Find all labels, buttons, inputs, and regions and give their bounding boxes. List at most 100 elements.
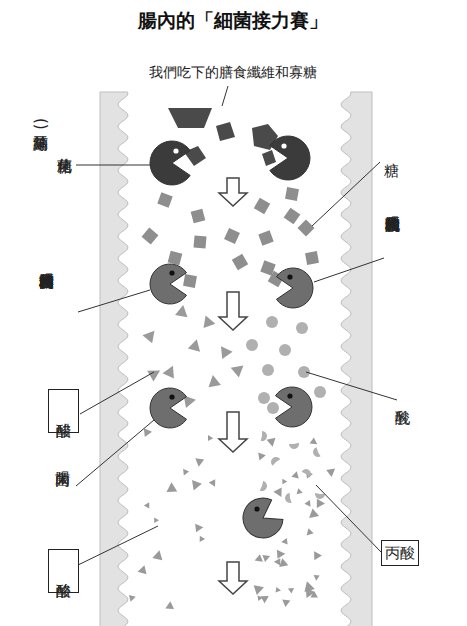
lactate-circle <box>258 392 270 404</box>
sugar-square <box>168 251 183 266</box>
butyrate-triangle <box>276 587 281 593</box>
butyrate-triangle <box>309 508 319 518</box>
acid-box: 醋酸 <box>48 389 79 433</box>
lactate-circle <box>267 402 279 414</box>
flow-arrow <box>219 178 247 206</box>
bacterium-eye <box>169 394 174 399</box>
butyrate-triangle <box>304 500 310 507</box>
butyrate-triangle <box>281 538 287 545</box>
butyrate-triangle <box>200 536 205 542</box>
butyrate-triangle <box>144 502 149 508</box>
lactate-circle <box>298 366 310 378</box>
butyrate-triangle <box>274 558 280 565</box>
flow-arrow <box>219 292 247 330</box>
butyrate-triangle <box>129 595 136 602</box>
butyrate-triangle <box>317 499 325 508</box>
bacterium-body <box>150 264 187 304</box>
butyrate-triangle <box>326 469 335 477</box>
leader-line <box>78 526 158 565</box>
acetate-triangle <box>209 375 221 387</box>
butyrate-triangle <box>144 428 152 437</box>
callout-label: 優格和腸內的雙歧桿菌 <box>38 262 55 354</box>
leader-line <box>314 258 384 282</box>
bacterium <box>270 136 310 180</box>
butyrate-triangle <box>314 575 320 581</box>
leader-line <box>222 86 228 106</box>
sugar-square <box>193 235 206 248</box>
sugar-square <box>258 230 273 245</box>
butyrate-triangle <box>304 581 314 592</box>
broken-circle <box>261 431 267 441</box>
butyrate-triangle <box>310 437 317 444</box>
acetate-triangle <box>142 331 154 344</box>
sugar-square <box>157 192 172 207</box>
leader-line <box>80 372 154 414</box>
acetate-triangle <box>188 339 200 351</box>
butyrate-triangle <box>297 488 303 494</box>
acetate-triangle <box>204 315 216 328</box>
lactate-circle <box>262 364 274 376</box>
leader-line <box>312 162 380 226</box>
leader-line <box>78 290 150 312</box>
butyrate-triangle <box>258 452 266 460</box>
butyrate-triangle <box>254 585 264 595</box>
sugar-square <box>142 228 159 245</box>
sugar-square <box>183 274 197 288</box>
leader-lines <box>76 86 397 565</box>
butyrate-triangle <box>273 487 281 496</box>
gut-wall <box>100 92 372 626</box>
sugar-square <box>298 220 315 237</box>
sugar-square <box>224 228 240 244</box>
butyrate-triangle <box>282 479 287 484</box>
butyrate-triangle <box>152 550 162 560</box>
butyrate-triangle <box>267 438 276 447</box>
lactate-circle <box>266 316 278 328</box>
broken-circle <box>313 447 321 457</box>
gut-wall-right <box>341 92 372 626</box>
butyrate-triangle <box>154 517 159 523</box>
flow-arrow <box>219 412 247 452</box>
bacterium-eye <box>254 506 259 511</box>
butyrate-triangle <box>282 600 290 607</box>
bacterium <box>275 387 312 427</box>
butyrate-triangle <box>255 554 263 562</box>
butyrate-triangle <box>307 528 314 535</box>
broken-circle <box>260 481 267 491</box>
acetate-triangle <box>231 366 244 378</box>
lactate-circle <box>296 322 308 334</box>
callout-label: 優格和腸內的乳酸菌 <box>384 205 401 297</box>
butyrate-triangle <box>166 482 177 492</box>
butyrate-triangle <box>277 550 285 559</box>
butyrate-triangle <box>260 596 268 603</box>
leader-line <box>316 485 382 553</box>
butyrate-triangle <box>314 551 322 560</box>
acid-box: 酪酸 <box>48 549 79 593</box>
butyrate-triangle <box>291 471 298 478</box>
bacterium-eye <box>173 148 178 153</box>
acetate-triangle <box>163 366 174 379</box>
sugar-square <box>254 198 270 214</box>
butyrate-triangle <box>195 524 203 533</box>
sugar-square <box>232 254 248 270</box>
sugar-square <box>285 187 299 201</box>
butyrate-triangle <box>258 596 263 602</box>
butyrate-triangle <box>195 458 204 467</box>
lactate-circle <box>314 386 326 398</box>
sugar-square <box>305 251 319 265</box>
bacterium-body <box>276 268 313 308</box>
flow-arrow <box>219 562 247 594</box>
lactate-circle <box>279 344 291 356</box>
callout-label: 我們吃下的膳食纖維和寡糖 <box>149 64 317 80</box>
butyrate-triangle <box>209 479 216 487</box>
bacteria <box>150 136 313 545</box>
bacterium-body <box>275 387 312 427</box>
sugar-square <box>191 209 206 224</box>
butyrate-triangle <box>183 469 189 476</box>
broken-circle <box>315 493 325 499</box>
leader-line <box>306 372 397 400</box>
bacterium <box>150 141 190 185</box>
food-particles <box>129 108 335 609</box>
broken-circle <box>271 457 280 466</box>
butyrate-triangle <box>192 480 202 491</box>
